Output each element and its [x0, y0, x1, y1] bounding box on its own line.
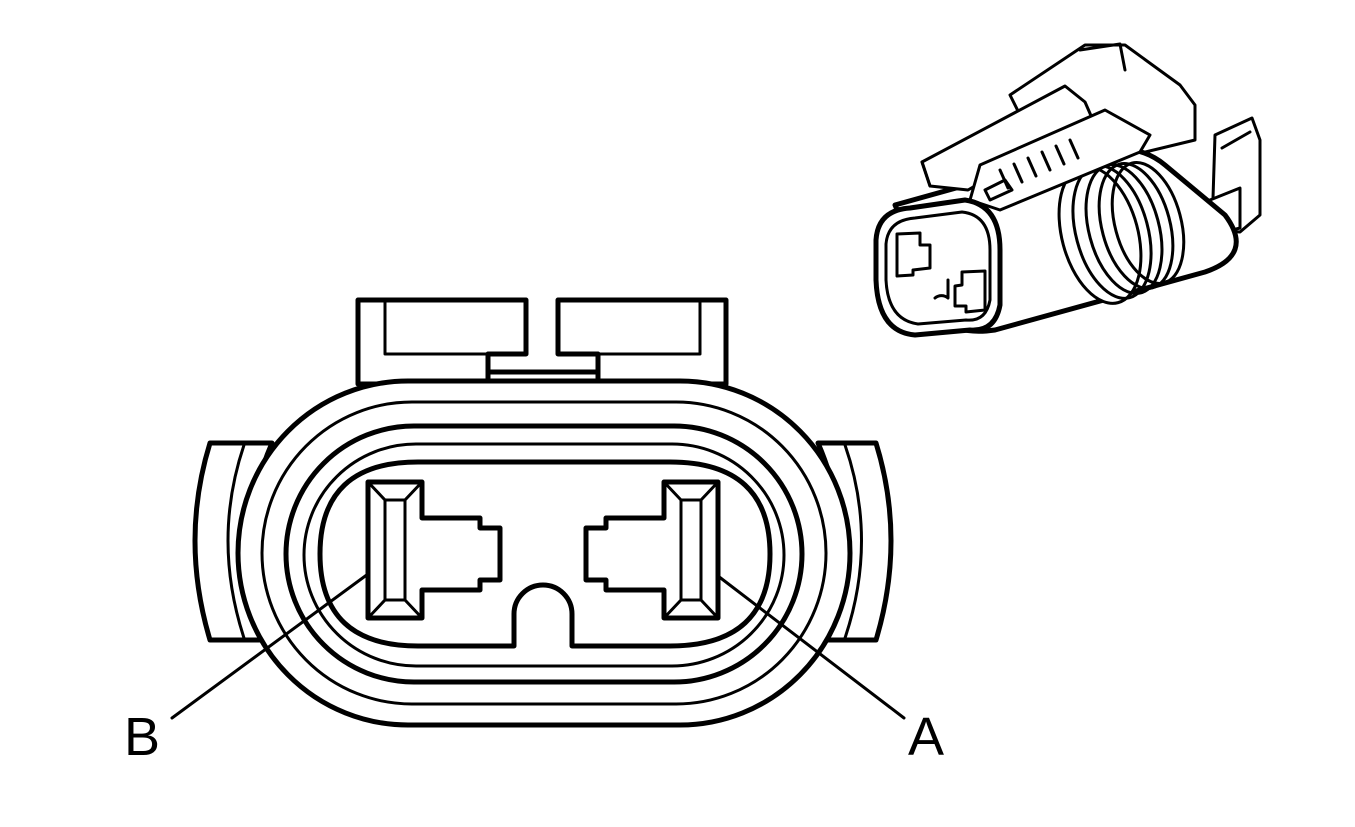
callout-label-a: A [908, 707, 945, 767]
leader-line-b [170, 572, 370, 720]
connector-face-view [170, 297, 906, 728]
connector-isometric-view [873, 42, 1262, 338]
upper-latch [920, 84, 1152, 212]
top-tab-bridge [485, 369, 601, 387]
ribbed-seal [1057, 161, 1186, 305]
callout-label-b: B [124, 707, 161, 767]
housing-outer-shell [235, 378, 853, 728]
housing-ring-1 [260, 400, 828, 706]
leader-line-a [716, 574, 906, 720]
housing-ring-3 [302, 442, 786, 668]
terminal-cavity [317, 459, 773, 649]
terminal-b [365, 479, 503, 621]
isometric-front-face [873, 197, 1003, 338]
housing-ring-2 [283, 423, 805, 685]
top-lock-tab-right [555, 297, 729, 387]
terminal-a [583, 479, 721, 621]
